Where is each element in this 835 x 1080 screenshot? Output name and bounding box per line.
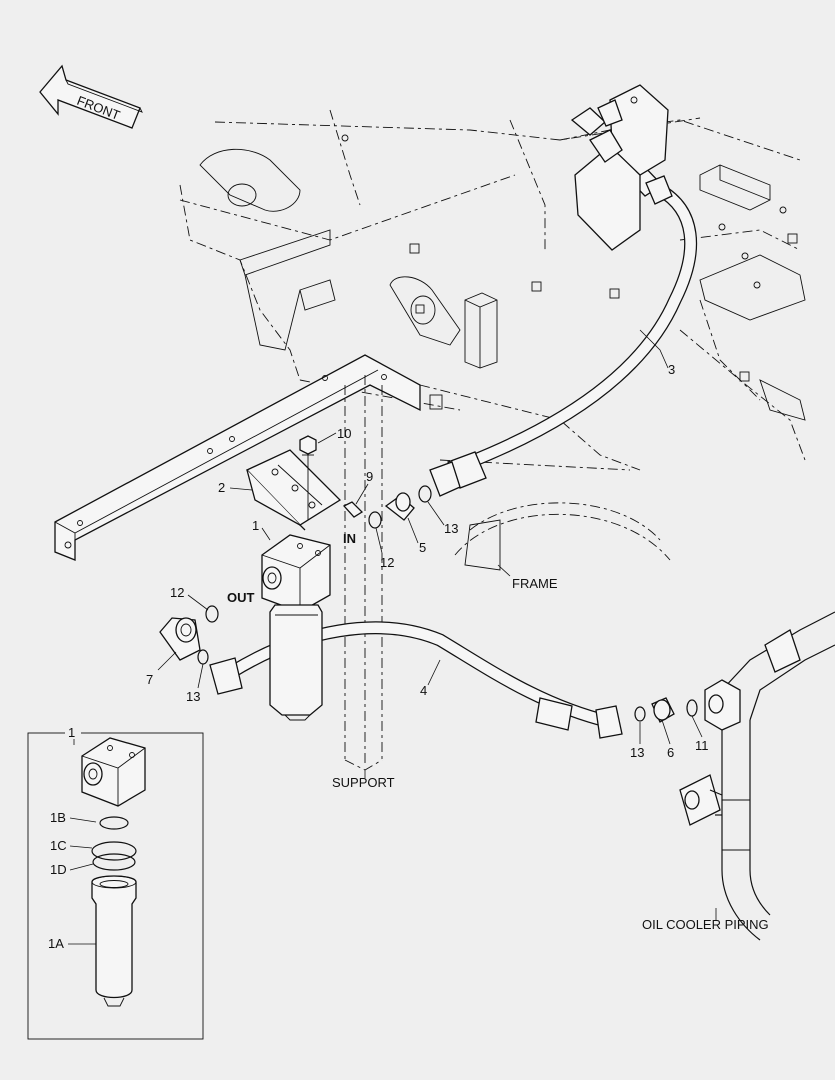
o-ring-13-upper xyxy=(418,485,432,503)
detail-label-1a: 1A xyxy=(48,936,64,951)
pump-adapter-assembly xyxy=(570,84,669,251)
callout-part-12-left: 12 xyxy=(170,585,184,600)
port-label-out: OUT xyxy=(227,590,255,605)
o-ring-11 xyxy=(686,699,698,717)
filter-bracket xyxy=(245,449,342,531)
front-arrow-icon: FRONT xyxy=(39,64,143,129)
callout-part-13-left: 13 xyxy=(186,689,200,704)
hose-3 xyxy=(429,161,698,497)
callout-part-5: 5 xyxy=(419,540,426,555)
labels: IN OUT FRAME SUPPORT OIL COOLER PIPING xyxy=(227,531,769,932)
bolt-10 xyxy=(299,435,317,520)
callout-part-11: 11 xyxy=(695,738,709,753)
area-label-frame: FRAME xyxy=(512,576,558,591)
callout-part-13-top: 13 xyxy=(444,521,458,536)
adapter-5 xyxy=(384,492,415,521)
oil-filter-assembly xyxy=(261,534,331,721)
o-ring-12-left xyxy=(205,605,219,623)
adapter-6 xyxy=(651,697,675,723)
elbow-fitting-7 xyxy=(159,617,201,661)
callout-part-2: 2 xyxy=(218,480,225,495)
callout-part-13-right: 13 xyxy=(630,745,644,760)
swing-frame-ring xyxy=(439,459,671,577)
oil-cooler-piping xyxy=(679,611,835,941)
callout-part-1: 1 xyxy=(252,518,259,533)
frame-mounting-bar xyxy=(54,354,421,561)
filter-detail-box: 1 1B 1C 1D 1A xyxy=(27,725,204,1040)
callout-part-7: 7 xyxy=(146,672,153,687)
detail-label-1d: 1D xyxy=(50,862,67,877)
o-ring-13-left xyxy=(197,649,209,665)
detail-title: 1 xyxy=(68,725,75,740)
callouts: 10 2 1 9 12 5 13 3 12 7 13 4 13 6 11 xyxy=(146,362,709,760)
area-label-oil-cooler: OIL COOLER PIPING xyxy=(642,917,769,932)
area-label-support: SUPPORT xyxy=(332,775,395,790)
callout-part-3: 3 xyxy=(668,362,675,377)
o-ring-13-right xyxy=(634,706,646,722)
callout-part-12-top: 12 xyxy=(380,555,394,570)
support-column xyxy=(344,375,383,778)
leader-lines xyxy=(157,329,703,745)
detail-label-1c: 1C xyxy=(50,838,67,853)
callout-part-9: 9 xyxy=(366,469,373,484)
fitting-9 xyxy=(342,501,364,518)
port-label-in: IN xyxy=(343,531,356,546)
callout-part-4: 4 xyxy=(420,683,427,698)
callout-part-6: 6 xyxy=(667,745,674,760)
o-ring-12-upper xyxy=(368,511,382,529)
detail-label-1b: 1B xyxy=(50,810,66,825)
callout-part-10: 10 xyxy=(337,426,351,441)
machine-frame-background xyxy=(179,109,806,471)
